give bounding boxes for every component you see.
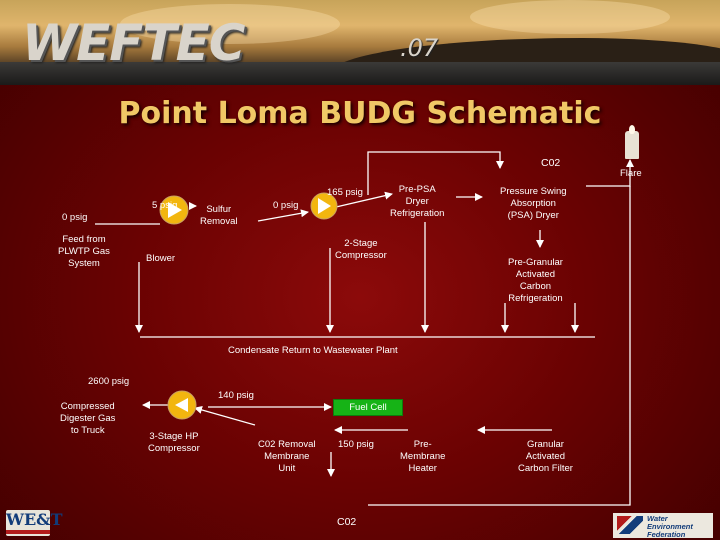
pressure-140psig: 140 psig xyxy=(218,390,254,401)
pressure-2600psig: 2600 psig xyxy=(88,376,130,387)
sulfur-removal-label: Sulfur Removal xyxy=(200,204,238,227)
flare-label: Flare xyxy=(620,168,642,179)
banner-cloud xyxy=(120,4,340,44)
page-title: Point Loma BUDG Schematic xyxy=(118,96,602,131)
co2-top-label: C02 xyxy=(541,157,561,169)
weftec-banner: WEFTEC .07 xyxy=(0,0,720,85)
co2-bottom-label: C02 xyxy=(337,516,357,528)
flare-icon xyxy=(625,125,639,159)
blower-label: Blower xyxy=(146,253,176,264)
two-stage-compressor-label: 2-Stage Compressor xyxy=(335,238,387,261)
banner-sea xyxy=(0,62,720,85)
feed-from-plwtp-label: Feed from PLWTP Gas System xyxy=(58,234,110,269)
compressed-gas-to-truck-label: Compressed Digester Gas to Truck xyxy=(60,401,116,436)
pressure-150psig: 150 psig xyxy=(338,439,374,450)
condensate-return-label: Condensate Return to Wastewater Plant xyxy=(228,345,398,356)
flow-line xyxy=(367,151,504,195)
pre-membrane-heater-label: Pre- Membrane Heater xyxy=(400,439,446,474)
pre-gac-refrigeration-label: Pre-Granular Activated Carbon Refrigerat… xyxy=(508,257,563,304)
weftec-logo-year: .07 xyxy=(400,34,439,62)
pressure-165psig: 165 psig xyxy=(327,187,363,198)
pre-psa-dryer-label: Pre-PSA Dryer Refrigeration xyxy=(390,184,445,219)
pressure-0psig-mid: 0 psig xyxy=(273,200,299,211)
gac-filter-label: Granular Activated Carbon Filter xyxy=(518,439,573,474)
banner-cloud xyxy=(470,0,670,34)
weftec-logo: WEFTEC xyxy=(22,14,245,72)
co2-membrane-unit-label: C02 Removal Membrane Unit xyxy=(258,439,316,474)
flow-line xyxy=(335,191,393,208)
wef-logo-mark xyxy=(617,516,643,534)
wet-logo: WE&T xyxy=(6,510,63,536)
pressure-0psig-left: 0 psig xyxy=(62,212,88,223)
psa-dryer-label: Pressure Swing Absorption (PSA) Dryer xyxy=(500,186,567,221)
hp-compressor-label: 3-Stage HP Compressor xyxy=(148,431,200,454)
wef-logo-text: Water Environment Federation xyxy=(647,514,693,539)
wef-logo: Water Environment Federation xyxy=(613,513,713,539)
pressure-5psig: 5 psig xyxy=(152,200,178,211)
blower-direction-icon xyxy=(168,202,182,218)
compressor-direction-icon xyxy=(318,198,331,214)
wet-logo-text: WE&T xyxy=(6,510,63,529)
hp-compressor-direction-icon xyxy=(175,398,188,412)
flow-line xyxy=(194,406,256,426)
flow-line xyxy=(368,186,631,506)
fuel-cell-box: Fuel Cell xyxy=(333,399,403,416)
flow-line xyxy=(257,209,309,222)
